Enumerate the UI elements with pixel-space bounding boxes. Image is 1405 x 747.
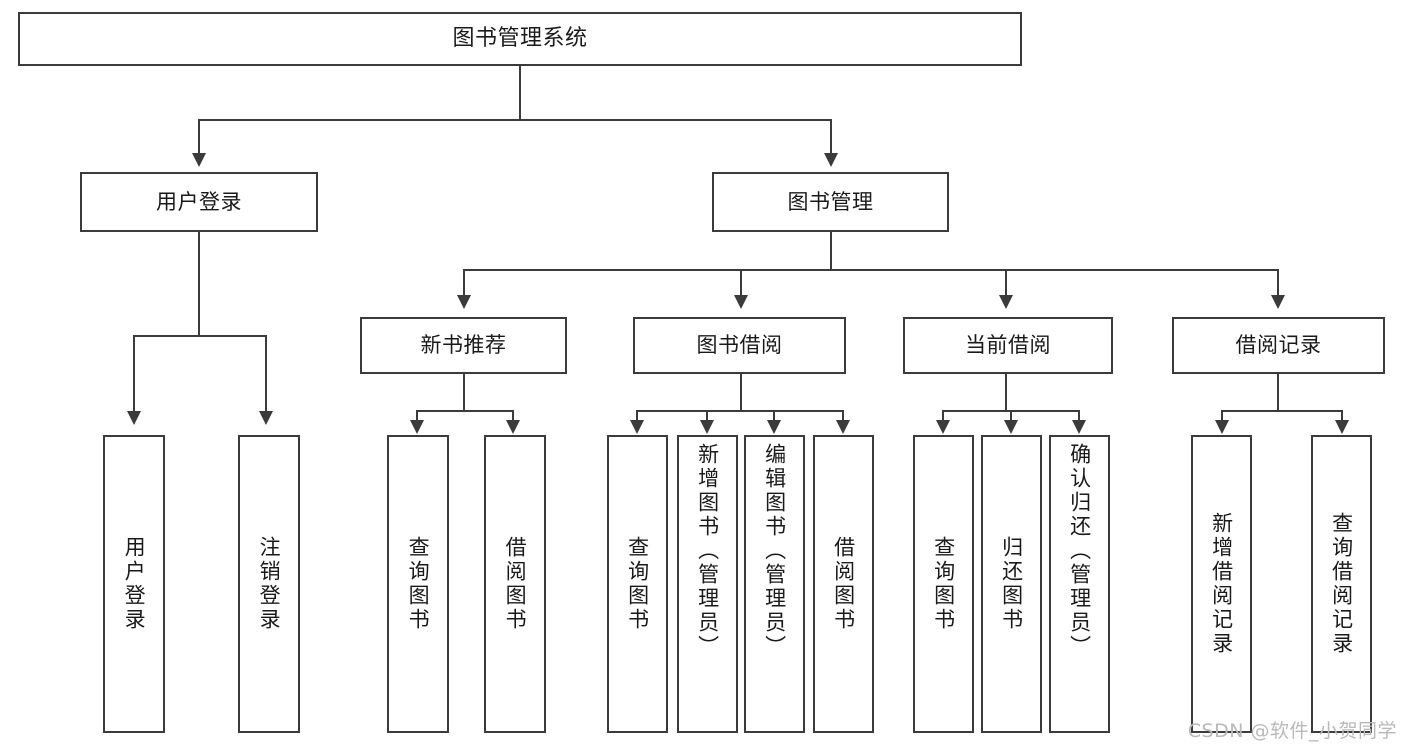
node-label: 图书借阅: [696, 333, 783, 358]
arrow-icon-to-leaf-user-logout: [259, 411, 273, 425]
arrow-icon-to-leaf-borrow-book-1: [506, 420, 520, 434]
node-current-borrow[interactable]: 当前借阅: [903, 317, 1113, 374]
connector-br-drop-2: [1341, 410, 1343, 422]
node-label: 用户登录: [122, 536, 147, 632]
node-label: 查询图书: [931, 536, 956, 632]
node-label: 图书管理系统: [452, 26, 588, 52]
leaf-user-logout[interactable]: 注销登录: [238, 435, 300, 733]
connector-user-login-stem: [198, 232, 200, 336]
node-label: 借阅图书: [831, 536, 856, 632]
connector-bm-drop-3: [1005, 269, 1007, 297]
leaf-add-book-admin[interactable]: 新增图书（管理员）: [677, 435, 738, 733]
arrow-icon-to-leaf-borrow-book-2: [836, 420, 850, 434]
connector-br-stem: [1277, 374, 1279, 412]
connector-book-manage-bar: [463, 269, 1278, 271]
arrow-icon-to-leaf-user-login: [127, 411, 141, 425]
leaf-borrow-book-2[interactable]: 借阅图书: [813, 435, 874, 733]
arrow-icon-to-book-borrow: [734, 295, 748, 309]
connector-bm-drop-4: [1277, 269, 1279, 297]
connector-root-drop-left: [198, 119, 200, 155]
connector-nbr-bar: [416, 410, 514, 412]
arrow-icon-to-leaf-add-book: [700, 420, 714, 434]
node-book-manage[interactable]: 图书管理: [712, 172, 949, 232]
connector-user-login-drop-1: [133, 335, 135, 413]
connector-root-bar: [198, 119, 832, 121]
connector-root-drop-right: [830, 119, 832, 155]
node-root-book-management-system[interactable]: 图书管理系统: [18, 12, 1022, 66]
node-label: 确认归还（管理员）: [1067, 443, 1092, 659]
node-label: 新书推荐: [420, 333, 507, 358]
arrow-icon-to-current-borrow: [999, 295, 1013, 309]
leaf-query-book-2[interactable]: 查询图书: [607, 435, 668, 733]
connector-user-login-drop-2: [265, 335, 267, 413]
node-label: 新增借阅记录: [1209, 512, 1234, 656]
leaf-query-book-3[interactable]: 查询图书: [913, 435, 974, 733]
node-label: 注销登录: [257, 536, 282, 632]
leaf-confirm-return-admin[interactable]: 确认归还（管理员）: [1049, 435, 1110, 733]
connector-root-stem: [519, 66, 521, 120]
arrow-icon-to-leaf-return-book: [1004, 420, 1018, 434]
connector-user-login-bar: [133, 335, 267, 337]
connector-book-manage-stem: [830, 232, 832, 270]
node-borrow-record[interactable]: 借阅记录: [1172, 317, 1385, 374]
node-label: 借阅记录: [1235, 333, 1322, 358]
arrow-icon-to-leaf-edit-book: [767, 420, 781, 434]
connector-cb-drop-2: [1010, 410, 1012, 422]
node-label: 当前借阅: [965, 333, 1051, 358]
connector-bm-drop-1: [463, 269, 465, 297]
arrow-icon-to-leaf-query-book-3: [936, 420, 950, 434]
connector-bb-drop-4: [842, 410, 844, 422]
connector-nbr-drop-2: [512, 410, 514, 422]
arrow-icon-to-borrow-record: [1271, 295, 1285, 309]
connector-cb-drop-3: [1078, 410, 1080, 422]
arrow-icon-to-leaf-add-record: [1215, 420, 1229, 434]
arrow-icon-to-leaf-query-record: [1335, 420, 1349, 434]
arrow-icon-to-new-book-rec: [457, 295, 471, 309]
connector-cb-drop-1: [942, 410, 944, 422]
connector-br-bar: [1221, 410, 1343, 412]
leaf-query-book-1[interactable]: 查询图书: [387, 435, 449, 733]
node-label: 归还图书: [999, 536, 1024, 632]
connector-bb-drop-1: [636, 410, 638, 422]
connector-bm-drop-2: [740, 269, 742, 297]
connector-cb-stem: [1005, 374, 1007, 412]
arrow-icon-to-book-manage: [824, 153, 838, 167]
node-label: 查询借阅记录: [1329, 512, 1354, 656]
arrow-icon-to-leaf-confirm-return: [1072, 420, 1086, 434]
connector-nbr-stem: [463, 374, 465, 412]
arrow-icon-to-leaf-query-book-1: [410, 420, 424, 434]
node-label: 借阅图书: [503, 536, 528, 632]
connector-nbr-drop-1: [416, 410, 418, 422]
node-user-login[interactable]: 用户登录: [80, 172, 318, 232]
node-label: 新增图书（管理员）: [695, 443, 720, 659]
leaf-borrow-book-1[interactable]: 借阅图书: [484, 435, 546, 733]
connector-bb-stem: [740, 374, 742, 412]
leaf-add-borrow-record[interactable]: 新增借阅记录: [1191, 435, 1252, 733]
connector-bb-bar: [636, 410, 844, 412]
leaf-user-login[interactable]: 用户登录: [103, 435, 165, 733]
node-label: 查询图书: [406, 536, 431, 632]
connector-bb-drop-2: [706, 410, 708, 422]
leaf-return-book[interactable]: 归还图书: [981, 435, 1042, 733]
node-label: 图书管理: [787, 189, 874, 214]
arrow-icon-to-user-login: [192, 153, 206, 167]
leaf-query-borrow-record[interactable]: 查询借阅记录: [1311, 435, 1372, 733]
node-label: 编辑图书（管理员）: [762, 443, 787, 659]
node-label: 查询图书: [625, 536, 650, 632]
arrow-icon-to-leaf-query-book-2: [630, 420, 644, 434]
connector-br-drop-1: [1221, 410, 1223, 422]
node-book-borrow[interactable]: 图书借阅: [633, 317, 846, 374]
leaf-edit-book-admin[interactable]: 编辑图书（管理员）: [744, 435, 805, 733]
node-label: 用户登录: [156, 189, 242, 214]
node-new-book-recommendation[interactable]: 新书推荐: [360, 317, 567, 374]
connector-bb-drop-3: [773, 410, 775, 422]
